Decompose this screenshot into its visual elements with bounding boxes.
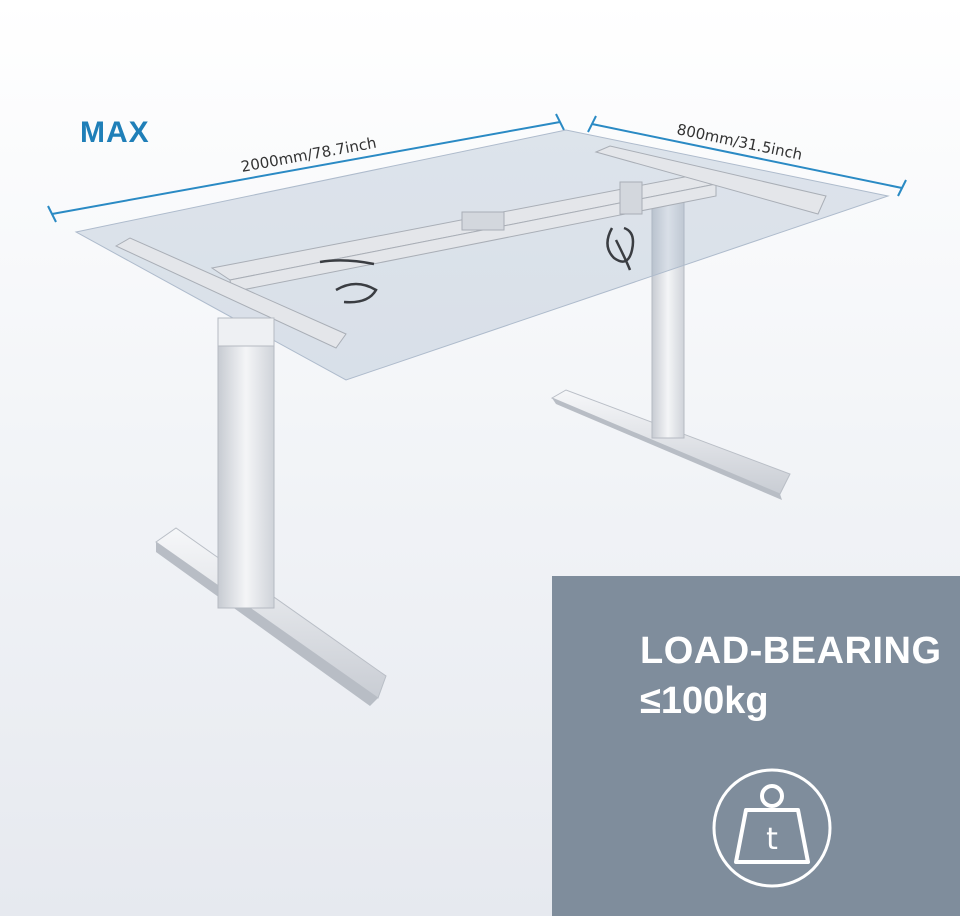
load-bearing-panel: LOAD-BEARING ≤100kg t (552, 576, 960, 916)
max-label: MAX (80, 116, 150, 149)
front-leg (155, 317, 387, 706)
load-bearing-title: LOAD-BEARING (640, 630, 942, 672)
width-dimension-line (587, 115, 907, 197)
cable-bundle (319, 226, 635, 304)
desk-frame (114, 145, 827, 349)
length-dimension-line (47, 113, 565, 223)
length-dimension-label: 2000mm/78.7inch (239, 134, 377, 176)
back-leg (550, 199, 791, 500)
tabletop-outline (74, 129, 890, 381)
load-bearing-value: ≤100kg (640, 680, 769, 722)
weight-icon: t (712, 768, 832, 888)
weight-icon-glyph: t (766, 822, 778, 857)
